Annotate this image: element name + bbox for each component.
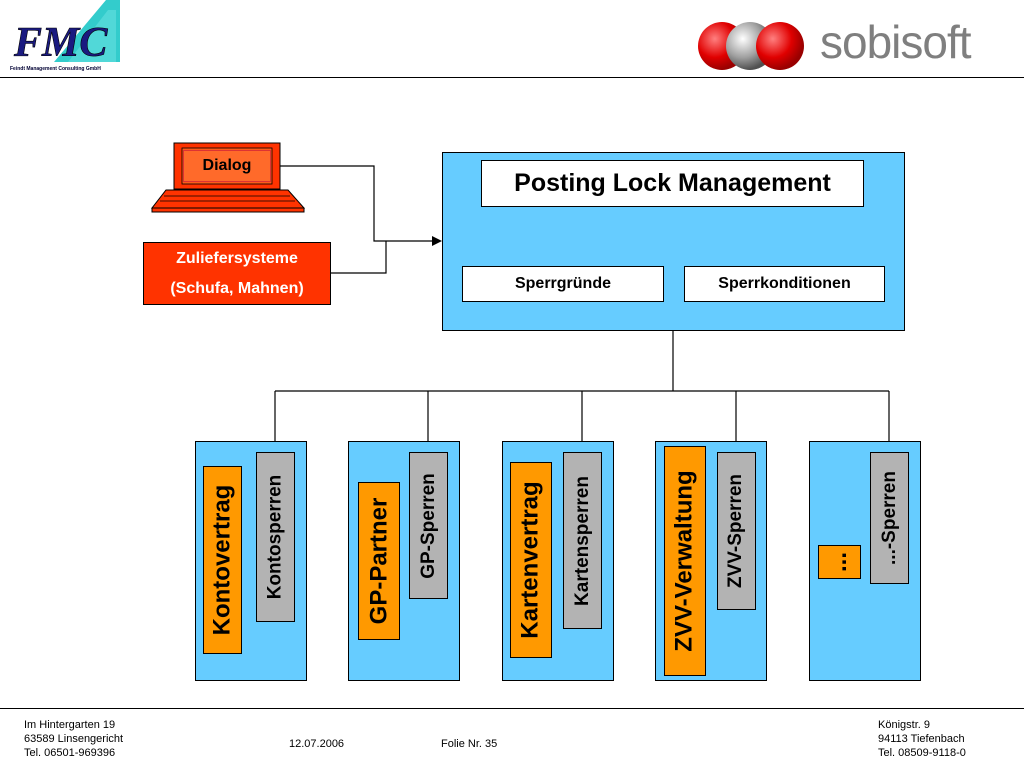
kontovertrag-label: Kontovertrag bbox=[203, 466, 242, 654]
footer-right-line: Königstr. 9 bbox=[878, 719, 930, 731]
fmc-logo: FMC bbox=[8, 0, 123, 76]
posting-lock-management-title: Posting Lock Management bbox=[481, 160, 864, 207]
footer-right-line: Tel. 08509-9118-0 bbox=[878, 747, 966, 759]
other-module-label: ... bbox=[818, 545, 861, 579]
footer-right-address: Königstr. 9 94113 Tiefenbach Tel. 08509-… bbox=[878, 718, 966, 760]
sobisoft-logo-text: sobisoft bbox=[820, 16, 972, 68]
footer-date: 12.07.2006 bbox=[289, 738, 345, 750]
svg-text:FMC: FMC bbox=[13, 20, 108, 66]
footer-left-address: Im Hintergarten 19 63589 Linsengericht T… bbox=[24, 718, 123, 760]
dialog-laptop: Dialog bbox=[150, 142, 306, 214]
zuliefersysteme-line1: Zuliefersysteme bbox=[176, 249, 298, 267]
zuliefersysteme-box: Zuliefersysteme (Schufa, Mahnen) bbox=[143, 242, 331, 305]
kartensperren-label: Kartensperren bbox=[563, 452, 602, 629]
sperrgruende-label: Sperrgründe bbox=[514, 275, 611, 292]
sperrkonditionen-box: Sperrkonditionen bbox=[684, 266, 885, 302]
kartenvertrag-label: Kartenvertrag bbox=[510, 462, 552, 658]
header-divider bbox=[0, 77, 1024, 78]
footer-left-line: 63589 Linsengericht bbox=[24, 733, 124, 745]
fmc-logo-subtitle: Feindt Management Consulting GmbH bbox=[10, 66, 101, 72]
zvv-sperren-label: ZVV-Sperren bbox=[717, 452, 756, 610]
footer-right-line: 94113 Tiefenbach bbox=[878, 733, 965, 745]
footer-slide-number: Folie Nr. 35 bbox=[441, 738, 498, 750]
zuliefersysteme-line2: (Schufa, Mahnen) bbox=[170, 279, 304, 297]
zvv-verwaltung-label: ZVV-Verwaltung bbox=[664, 446, 706, 676]
kontosperren-label: Kontosperren bbox=[256, 452, 295, 622]
sperrgruende-box: Sperrgründe bbox=[462, 266, 664, 302]
sobisoft-logo bbox=[690, 10, 1015, 78]
other-sperren-label: ...-Sperren bbox=[870, 452, 909, 584]
footer-left-line: Im Hintergarten 19 bbox=[24, 719, 116, 731]
footer-divider bbox=[0, 708, 1024, 709]
footer-left-line: Tel. 06501-969396 bbox=[24, 747, 116, 759]
dialog-label-box: Dialog bbox=[183, 150, 271, 182]
sperrkonditionen-label: Sperrkonditionen bbox=[718, 275, 851, 292]
dialog-label: Dialog bbox=[202, 157, 252, 174]
gp-partner-label: GP-Partner bbox=[358, 482, 400, 640]
main-title-text: Posting Lock Management bbox=[514, 169, 831, 197]
gp-sperren-label: GP-Sperren bbox=[409, 452, 448, 599]
